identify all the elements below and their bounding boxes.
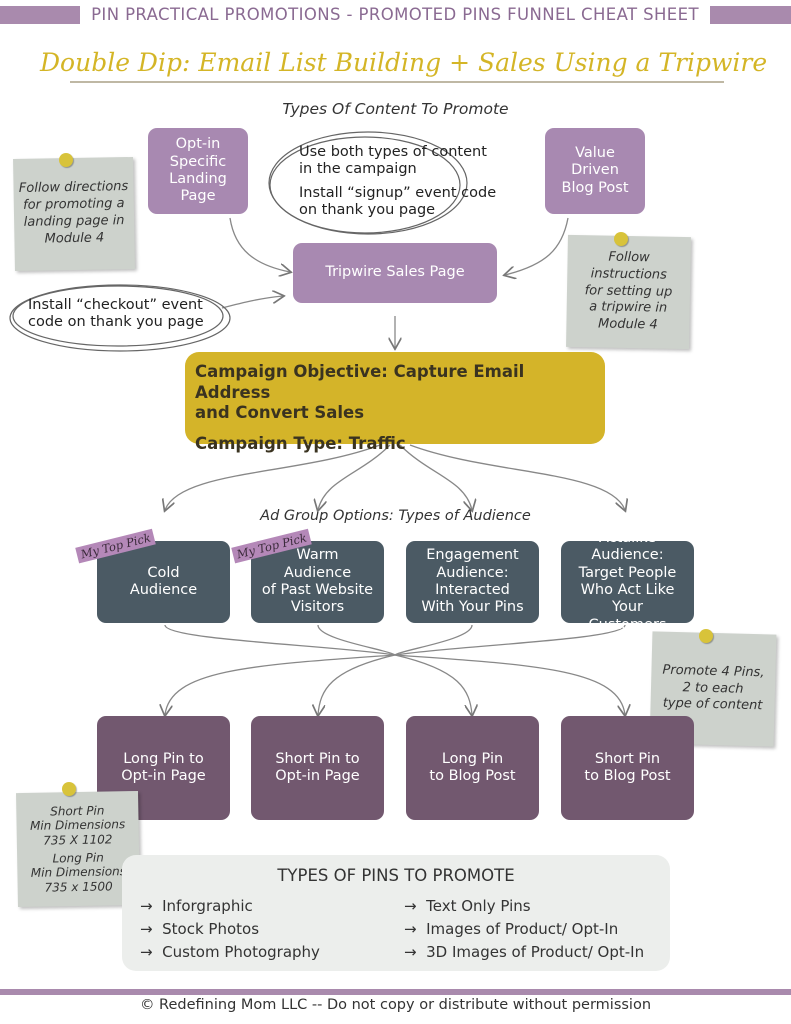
bubble-top-text: Use both types of content in the campaig… [299,144,497,219]
arrow-right-icon: → [140,920,153,938]
arrow-right-icon: → [404,920,417,938]
bubble-checkout-outline-1 [12,285,224,347]
bubble-checkout-text: Install “checkout” event code on thank y… [28,297,204,331]
pin-type-item: → Images of Product/ Opt-In [404,920,619,938]
tripwire-sales-page-box: Tripwire Sales Page [293,243,497,303]
arrow-bubble-to-tripwire [221,296,283,309]
footer-copyright: © Redefining Mom LLC -- Do not copy or d… [139,997,652,1013]
footer-bar [0,989,791,995]
pin-short-optin-box: Short Pin to Opt-in Page [251,716,384,820]
pin-short-blog-box: Short Pin to Blog Post [561,716,694,820]
arrow-right-icon: → [140,897,153,915]
pushpin-icon [62,782,76,796]
ad-group-heading: Ad Group Options: Types of Audience [260,508,531,524]
campaign-objective-box: Campaign Objective: Capture Email Addres… [185,352,605,453]
arrow-audiences-to-pin-2 [318,624,397,715]
arrow-right-icon: → [140,943,153,961]
campaign-type-text: Campaign Type: Traffic [195,433,406,453]
note-landing-page: Follow directions for promoting a landin… [13,156,135,272]
arrow-objective-to-audience-4 [409,444,625,510]
pushpin-icon [699,629,713,643]
objective-text: Campaign Objective: Capture Email Addres… [195,362,525,402]
pin-type-item: → Inforgraphic [140,897,253,915]
blog-post-box: Value Driven Blog Post [545,128,645,214]
audience-cold-box: Cold Audience [97,541,230,623]
arrow-objective-to-audience-2 [318,444,391,510]
main-title: Double Dip: Email List Building + Sales … [40,48,768,77]
pin-type-item: → Custom Photography [140,943,320,961]
arrow-objective-to-audience-1 [165,444,381,510]
arrow-audiences-to-pin-3 [393,624,472,715]
header-title: PIN PRACTICAL PROMOTIONS - PROMOTED PINS… [80,0,710,30]
pin-type-item: → Stock Photos [140,920,260,938]
arrow-blog-to-tripwire [505,217,569,275]
bubble-checkout-outline-2 [9,284,231,352]
arrow-objective-to-audience-3 [399,444,472,510]
audience-warm-box: Warm Audience of Past Website Visitors [251,541,384,623]
content-heading: Types Of Content To Promote [282,100,509,118]
pin-types-title: TYPES OF PINS TO PROMOTE [277,866,515,885]
optin-landing-page-box: Opt-in Specific Landing Page [148,128,248,214]
pin-long-blog-box: Long Pin to Blog Post [406,716,539,820]
bubble-top-outline-2 [268,131,468,235]
audience-engagement-box: Engagement Audience: Interacted With You… [406,541,539,623]
bubble-top-outline-1 [269,136,461,234]
arrow-right-icon: → [404,897,417,915]
arrow-optin-to-tripwire [229,217,290,272]
arrow-right-icon: → [404,943,417,961]
objective-text-2: and Convert Sales [195,403,365,423]
pushpin-icon [59,153,73,167]
title-underline [70,81,724,83]
pin-type-item: → 3D Images of Product/ Opt-In [404,943,645,961]
note-tripwire: Follow instructions for setting up a tri… [566,234,691,350]
pin-type-item: → Text Only Pins [404,897,531,915]
pushpin-icon [614,232,628,246]
arrow-audiences-to-pin-1 [165,624,396,715]
audience-actalike-box: Actalike Audience: Target People Who Act… [561,530,694,633]
pin-types-panel [122,855,670,971]
arrow-audiences-to-pin-4 [394,624,625,715]
